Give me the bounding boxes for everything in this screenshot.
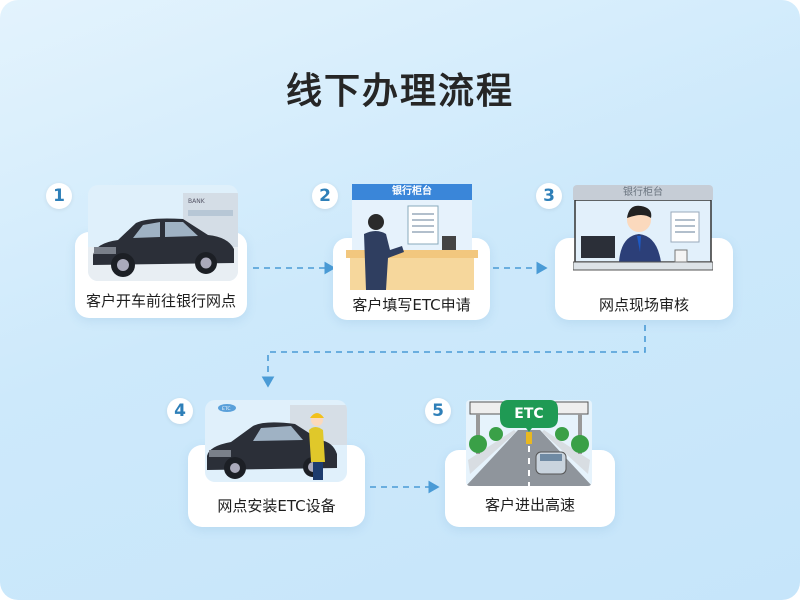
counter-sign: 银行柜台 — [352, 184, 472, 200]
step-number-badge: 1 — [46, 183, 72, 209]
svg-text:BANK: BANK — [188, 198, 206, 205]
install-etc-illustration: ETC — [205, 400, 347, 482]
step-label: 客户开车前往银行网点 — [85, 292, 236, 310]
step-label: 网点现场审核 — [598, 296, 689, 314]
counter-sign: 银行柜台 — [573, 185, 713, 200]
page-title: 线下办理流程 — [285, 71, 514, 112]
car-to-bank-illustration: BANK — [88, 185, 238, 281]
step-label: 客户填写ETC申请 — [352, 296, 471, 314]
etc-sign: ETC — [222, 406, 230, 412]
onsite-review-illustration: 银行柜台 — [573, 185, 713, 283]
etc-gantry-sign: ETC — [514, 406, 543, 422]
step-number-badge: 3 — [536, 183, 562, 209]
fill-application-illustration: 银行柜台 — [346, 184, 478, 290]
step-number-badge: 2 — [312, 183, 338, 209]
highway-etc-illustration: ETC — [466, 400, 592, 486]
step-label: 网点安装ETC设备 — [217, 497, 336, 515]
step-label: 客户进出高速 — [484, 496, 575, 514]
step-number-badge: 4 — [167, 398, 193, 424]
arrow-3-4 — [261, 325, 646, 388]
step-number-badge: 5 — [425, 398, 451, 424]
